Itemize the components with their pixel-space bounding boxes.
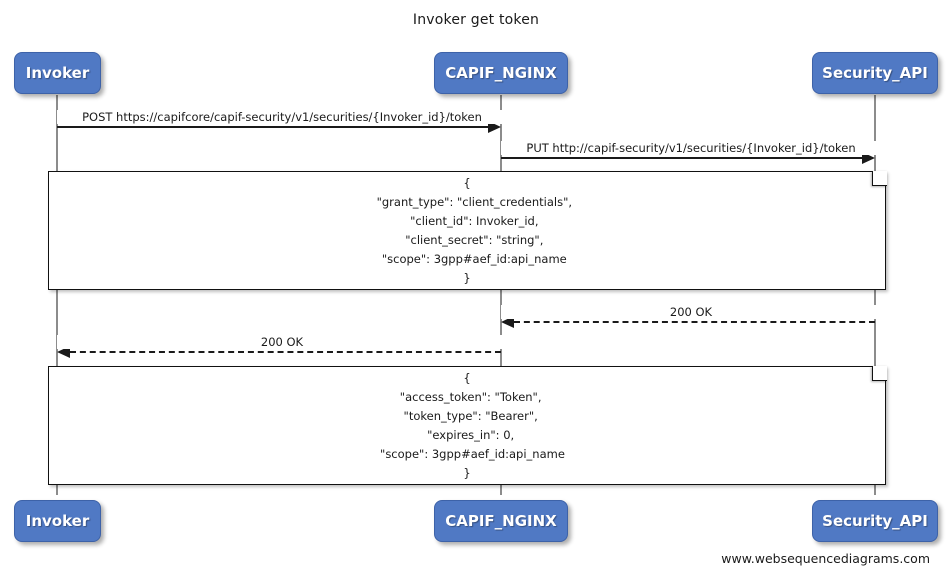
participant-invoker-top[interactable]: Invoker [14,52,101,94]
note-line: "client_id": Invoker_id, [395,213,539,228]
arrow-head-m4-icon [57,346,70,358]
note-line: } [463,465,471,480]
participant-capif-nginx-top[interactable]: CAPIF_NGINX [434,52,568,94]
note-request-body-text: { "grant_type": "client_credentials", "c… [49,174,885,288]
participant-label: Security_API [822,64,928,82]
message-line-m4 [70,351,501,353]
note-line: "scope": 3gpp#aef_id:api_name [369,446,565,461]
note-line: "token_type": "Bearer", [396,408,538,423]
message-label-m2: PUT http://capif-security/v1/securities/… [501,141,881,155]
message-line-m3 [514,321,875,323]
note-fold-corner-icon [871,365,887,381]
lifeline-capif-nginx [500,95,502,495]
note-line: "grant_type": "client_credentials", [361,194,573,209]
participant-label: CAPIF_NGINX [445,64,557,82]
note-line: "access_token": "Token", [392,389,542,404]
message-label-m4: 200 OK [57,335,507,349]
arrow-head-m1-icon [488,121,501,133]
lifeline-invoker [56,95,58,495]
participant-security-api-bottom[interactable]: Security_API [812,500,938,542]
arrow-head-m3-icon [501,316,514,328]
note-request-body: { "grant_type": "client_credentials", "c… [48,170,887,290]
participant-invoker-bottom[interactable]: Invoker [14,500,101,542]
message-label-m3: 200 OK [501,305,881,319]
note-line: "scope": 3gpp#aef_id:api_name [367,251,567,266]
participant-security-api-top[interactable]: Security_API [812,52,938,94]
participant-label: Security_API [822,512,928,530]
note-line: } [463,270,471,285]
note-line: "client_secret": "string", [390,232,544,247]
diagram-title: Invoker get token [412,12,540,28]
message-line-m2 [501,157,862,159]
note-line: "expires_in": 0, [419,427,515,442]
footer-credit: www.websequencediagrams.com [721,551,930,566]
note-response-body-text: { "access_token": "Token", "token_type":… [49,369,885,483]
note-line: { [463,370,471,385]
participant-label: CAPIF_NGINX [445,512,557,530]
message-label-m1: POST https://capifcore/capif-security/v1… [57,110,507,124]
participant-capif-nginx-bottom[interactable]: CAPIF_NGINX [434,500,568,542]
participant-label: Invoker [25,64,90,82]
note-fold-corner-icon [871,170,887,186]
message-line-m1 [57,126,488,128]
lifeline-security-api [874,95,876,495]
note-response-body: { "access_token": "Token", "token_type":… [48,365,887,485]
participant-label: Invoker [25,512,90,530]
arrow-head-m2-icon [862,152,875,164]
note-line: { [463,175,471,190]
